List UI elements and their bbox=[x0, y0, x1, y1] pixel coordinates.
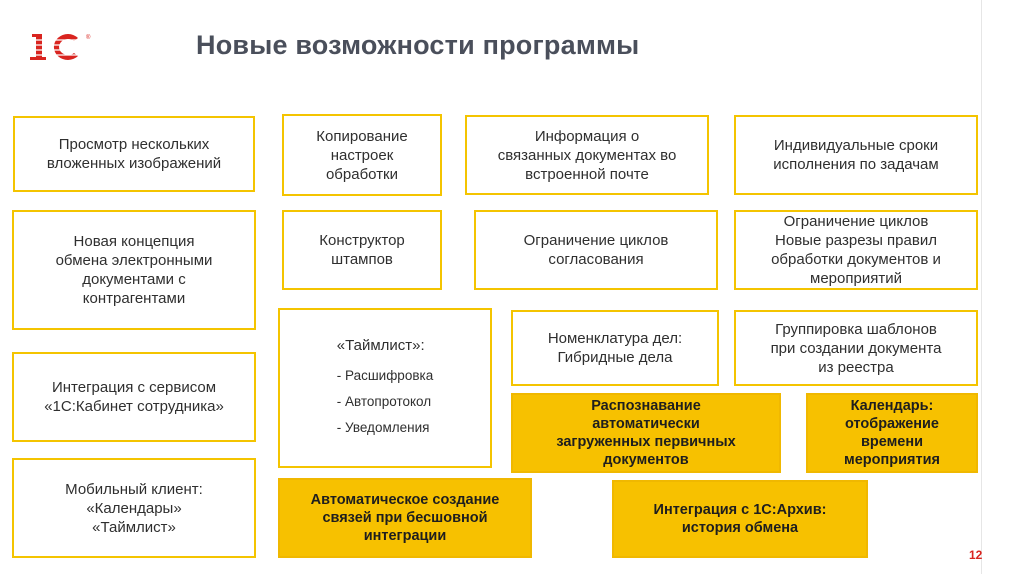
feature-card-stamp-designer: Конструктор штампов bbox=[282, 210, 442, 290]
feature-card-label: Новая концепция обмена электронными доку… bbox=[55, 233, 213, 307]
feature-card-label: Интеграция с сервисом «1С:Кабинет сотруд… bbox=[44, 379, 224, 415]
feature-card-timelist: «Таймлист»: - Расшифровка - Автопротокол… bbox=[278, 308, 492, 468]
feature-card-label: Информация о связанных документах во вст… bbox=[497, 127, 677, 183]
slide-divider bbox=[981, 0, 982, 574]
feature-card-label: Группировка шаблонов при создании докуме… bbox=[770, 320, 942, 376]
feature-card-approval-cycles: Ограничение циклов согласования bbox=[474, 210, 718, 290]
timelist-heading: «Таймлист»: bbox=[336, 336, 425, 354]
feature-card-label: Автоматическое создание связей при бесшо… bbox=[310, 492, 500, 544]
feature-card-cycles-rules: Ограничение циклов Новые разрезы правил … bbox=[734, 210, 978, 290]
feature-card-label: Копирование настроек обработки bbox=[316, 127, 408, 183]
feature-card-label: Распознавание автоматически загруженных … bbox=[556, 398, 736, 468]
page-title: Новые возможности программы bbox=[196, 30, 640, 60]
feature-card-template-grouping: Группировка шаблонов при создании докуме… bbox=[734, 310, 978, 386]
1c-logo: ® bbox=[28, 28, 102, 64]
feature-card-mobile-client: Мобильный клиент: «Календары» «Таймлист» bbox=[12, 458, 256, 558]
feature-card-archive-integration: Интеграция с 1С:Архив: история обмена bbox=[612, 480, 868, 558]
feature-card-multiple-images: Просмотр нескольких вложенных изображени… bbox=[13, 116, 255, 192]
timelist-items: - Расшифровка - Автопротокол - Уведомлен… bbox=[337, 363, 433, 441]
feature-card-edi-concept: Новая концепция обмена электронными доку… bbox=[12, 210, 256, 330]
feature-card-seamless-integration: Автоматическое создание связей при бесшо… bbox=[278, 478, 532, 558]
svg-text:®: ® bbox=[86, 34, 91, 41]
feature-card-label: Интеграция с 1С:Архив: история обмена bbox=[653, 502, 827, 536]
feature-card-calendar-time: Календарь: отображение времени мероприят… bbox=[806, 393, 978, 473]
feature-card-label: Индивидуальные сроки исполнения по задач… bbox=[773, 137, 939, 173]
feature-card-copy-settings: Копирование настроек обработки bbox=[282, 114, 442, 196]
feature-card-employee-cabinet: Интеграция с сервисом «1С:Кабинет сотруд… bbox=[12, 352, 256, 442]
feature-card-label: Ограничение циклов согласования bbox=[523, 232, 669, 268]
list-item: - Расшифровка bbox=[336, 367, 434, 383]
feature-card-label: Ограничение циклов Новые разрезы правил … bbox=[771, 213, 941, 287]
feature-card-related-docs-mail: Информация о связанных документах во вст… bbox=[465, 115, 709, 195]
feature-card-label: Номенклатура дел: Гибридные дела bbox=[547, 330, 683, 366]
feature-card-file-nomenclature: Номенклатура дел: Гибридные дела bbox=[511, 310, 719, 386]
page-number: 12 bbox=[969, 548, 983, 562]
feature-card-task-deadlines: Индивидуальные сроки исполнения по задач… bbox=[734, 115, 978, 195]
feature-card-recognition: Распознавание автоматически загруженных … bbox=[511, 393, 781, 473]
feature-card-label: Просмотр нескольких вложенных изображени… bbox=[46, 136, 222, 172]
feature-card-label: Конструктор штампов bbox=[319, 232, 405, 268]
list-item: - Автопротокол bbox=[336, 393, 432, 409]
list-item: - Уведомления bbox=[336, 419, 430, 435]
feature-card-label: Календарь: отображение времени мероприят… bbox=[844, 398, 940, 468]
feature-card-label: Мобильный клиент: «Календары» «Таймлист» bbox=[65, 480, 203, 536]
